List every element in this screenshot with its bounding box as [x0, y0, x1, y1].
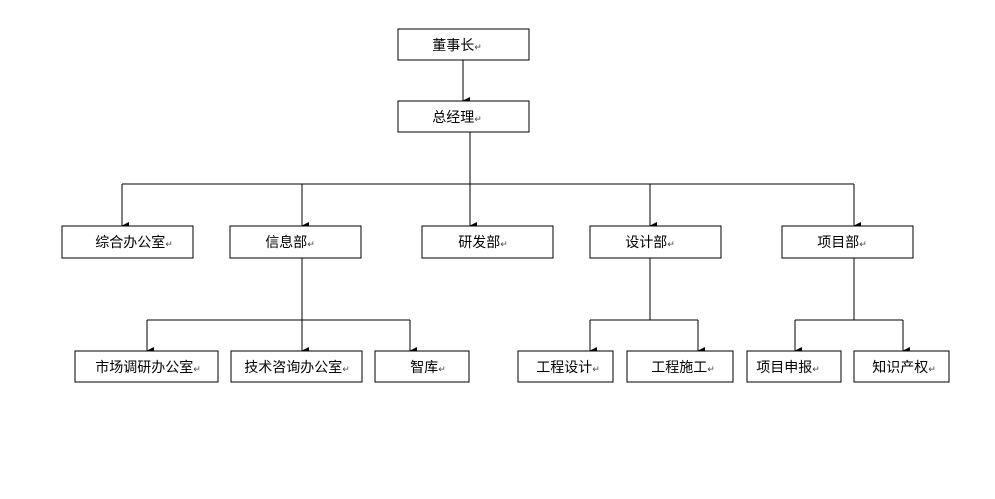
paragraph-mark: ↵: [812, 365, 820, 375]
connectors: [121, 60, 910, 355]
node-label: 工程施工: [651, 360, 707, 376]
node-label: 知识产权: [872, 359, 928, 376]
svg-text:信息部↵: 信息部↵: [265, 234, 315, 251]
svg-text:项目部↵: 项目部↵: [817, 235, 867, 251]
node-label: 设计部: [625, 235, 667, 251]
paragraph-mark: ↵: [592, 365, 600, 375]
node-label: 董事长: [432, 38, 474, 54]
node-intellectual-property: 知识产权↵: [853, 350, 950, 383]
svg-text:设计部↵: 设计部↵: [625, 235, 675, 251]
node-project-dept: 项目部↵: [781, 225, 914, 259]
svg-text:智库↵: 智库↵: [410, 360, 446, 376]
node-design-dept: 设计部↵: [589, 225, 722, 259]
paragraph-mark: ↵: [474, 43, 482, 53]
node-label: 技术咨询办公室: [244, 359, 342, 376]
node-rd-dept: 研发部↵: [421, 225, 554, 259]
svg-text:工程施工↵: 工程施工↵: [651, 360, 715, 376]
node-chairman: 董事长↵: [397, 28, 530, 61]
node-info-dept: 信息部↵: [229, 225, 362, 259]
paragraph-mark: ↵: [193, 365, 201, 375]
paragraph-mark: ↵: [928, 365, 936, 375]
node-engineering-design: 工程设计↵: [517, 350, 614, 383]
node-engineering-construction: 工程施工↵: [626, 350, 734, 383]
node-label: 智库: [410, 360, 438, 376]
node-gm: 总经理↵: [397, 100, 530, 133]
svg-text:知识产权↵: 知识产权↵: [872, 359, 936, 376]
node-label: 工程设计: [536, 360, 592, 376]
svg-text:市场调研办公室↵: 市场调研办公室↵: [95, 359, 201, 376]
node-label: 研发部: [458, 235, 500, 251]
node-label: 总经理: [432, 110, 474, 126]
svg-text:研发部↵: 研发部↵: [458, 235, 508, 251]
node-general-office: 综合办公室↵: [61, 225, 194, 259]
node-label: 项目申报: [756, 360, 812, 376]
node-label: 市场调研办公室: [95, 359, 193, 376]
svg-text:董事长↵: 董事长↵: [432, 38, 482, 54]
node-project-application: 项目申报↵: [746, 350, 842, 383]
paragraph-mark: ↵: [307, 240, 315, 250]
svg-text:技术咨询办公室↵: 技术咨询办公室↵: [244, 359, 350, 376]
paragraph-mark: ↵: [474, 115, 482, 125]
paragraph-mark: ↵: [667, 240, 675, 250]
node-tech-consulting-office: 技术咨询办公室↵: [230, 350, 363, 383]
paragraph-mark: ↵: [707, 365, 715, 375]
paragraph-mark: ↵: [342, 365, 350, 375]
paragraph-mark: ↵: [165, 240, 173, 250]
paragraph-mark: ↵: [438, 365, 446, 375]
paragraph-mark: ↵: [500, 240, 508, 250]
paragraph-mark: ↵: [859, 240, 867, 250]
node-label: 信息部: [265, 234, 307, 251]
node-market-research-office: 市场调研办公室↵: [74, 350, 219, 383]
node-label: 综合办公室: [95, 234, 165, 251]
svg-text:总经理↵: 总经理↵: [432, 110, 482, 126]
svg-text:综合办公室↵: 综合办公室↵: [95, 234, 173, 251]
svg-text:项目申报↵: 项目申报↵: [756, 360, 820, 376]
node-think-tank: 智库↵: [374, 350, 470, 383]
node-label: 项目部: [817, 235, 859, 251]
svg-text:工程设计↵: 工程设计↵: [536, 360, 600, 376]
